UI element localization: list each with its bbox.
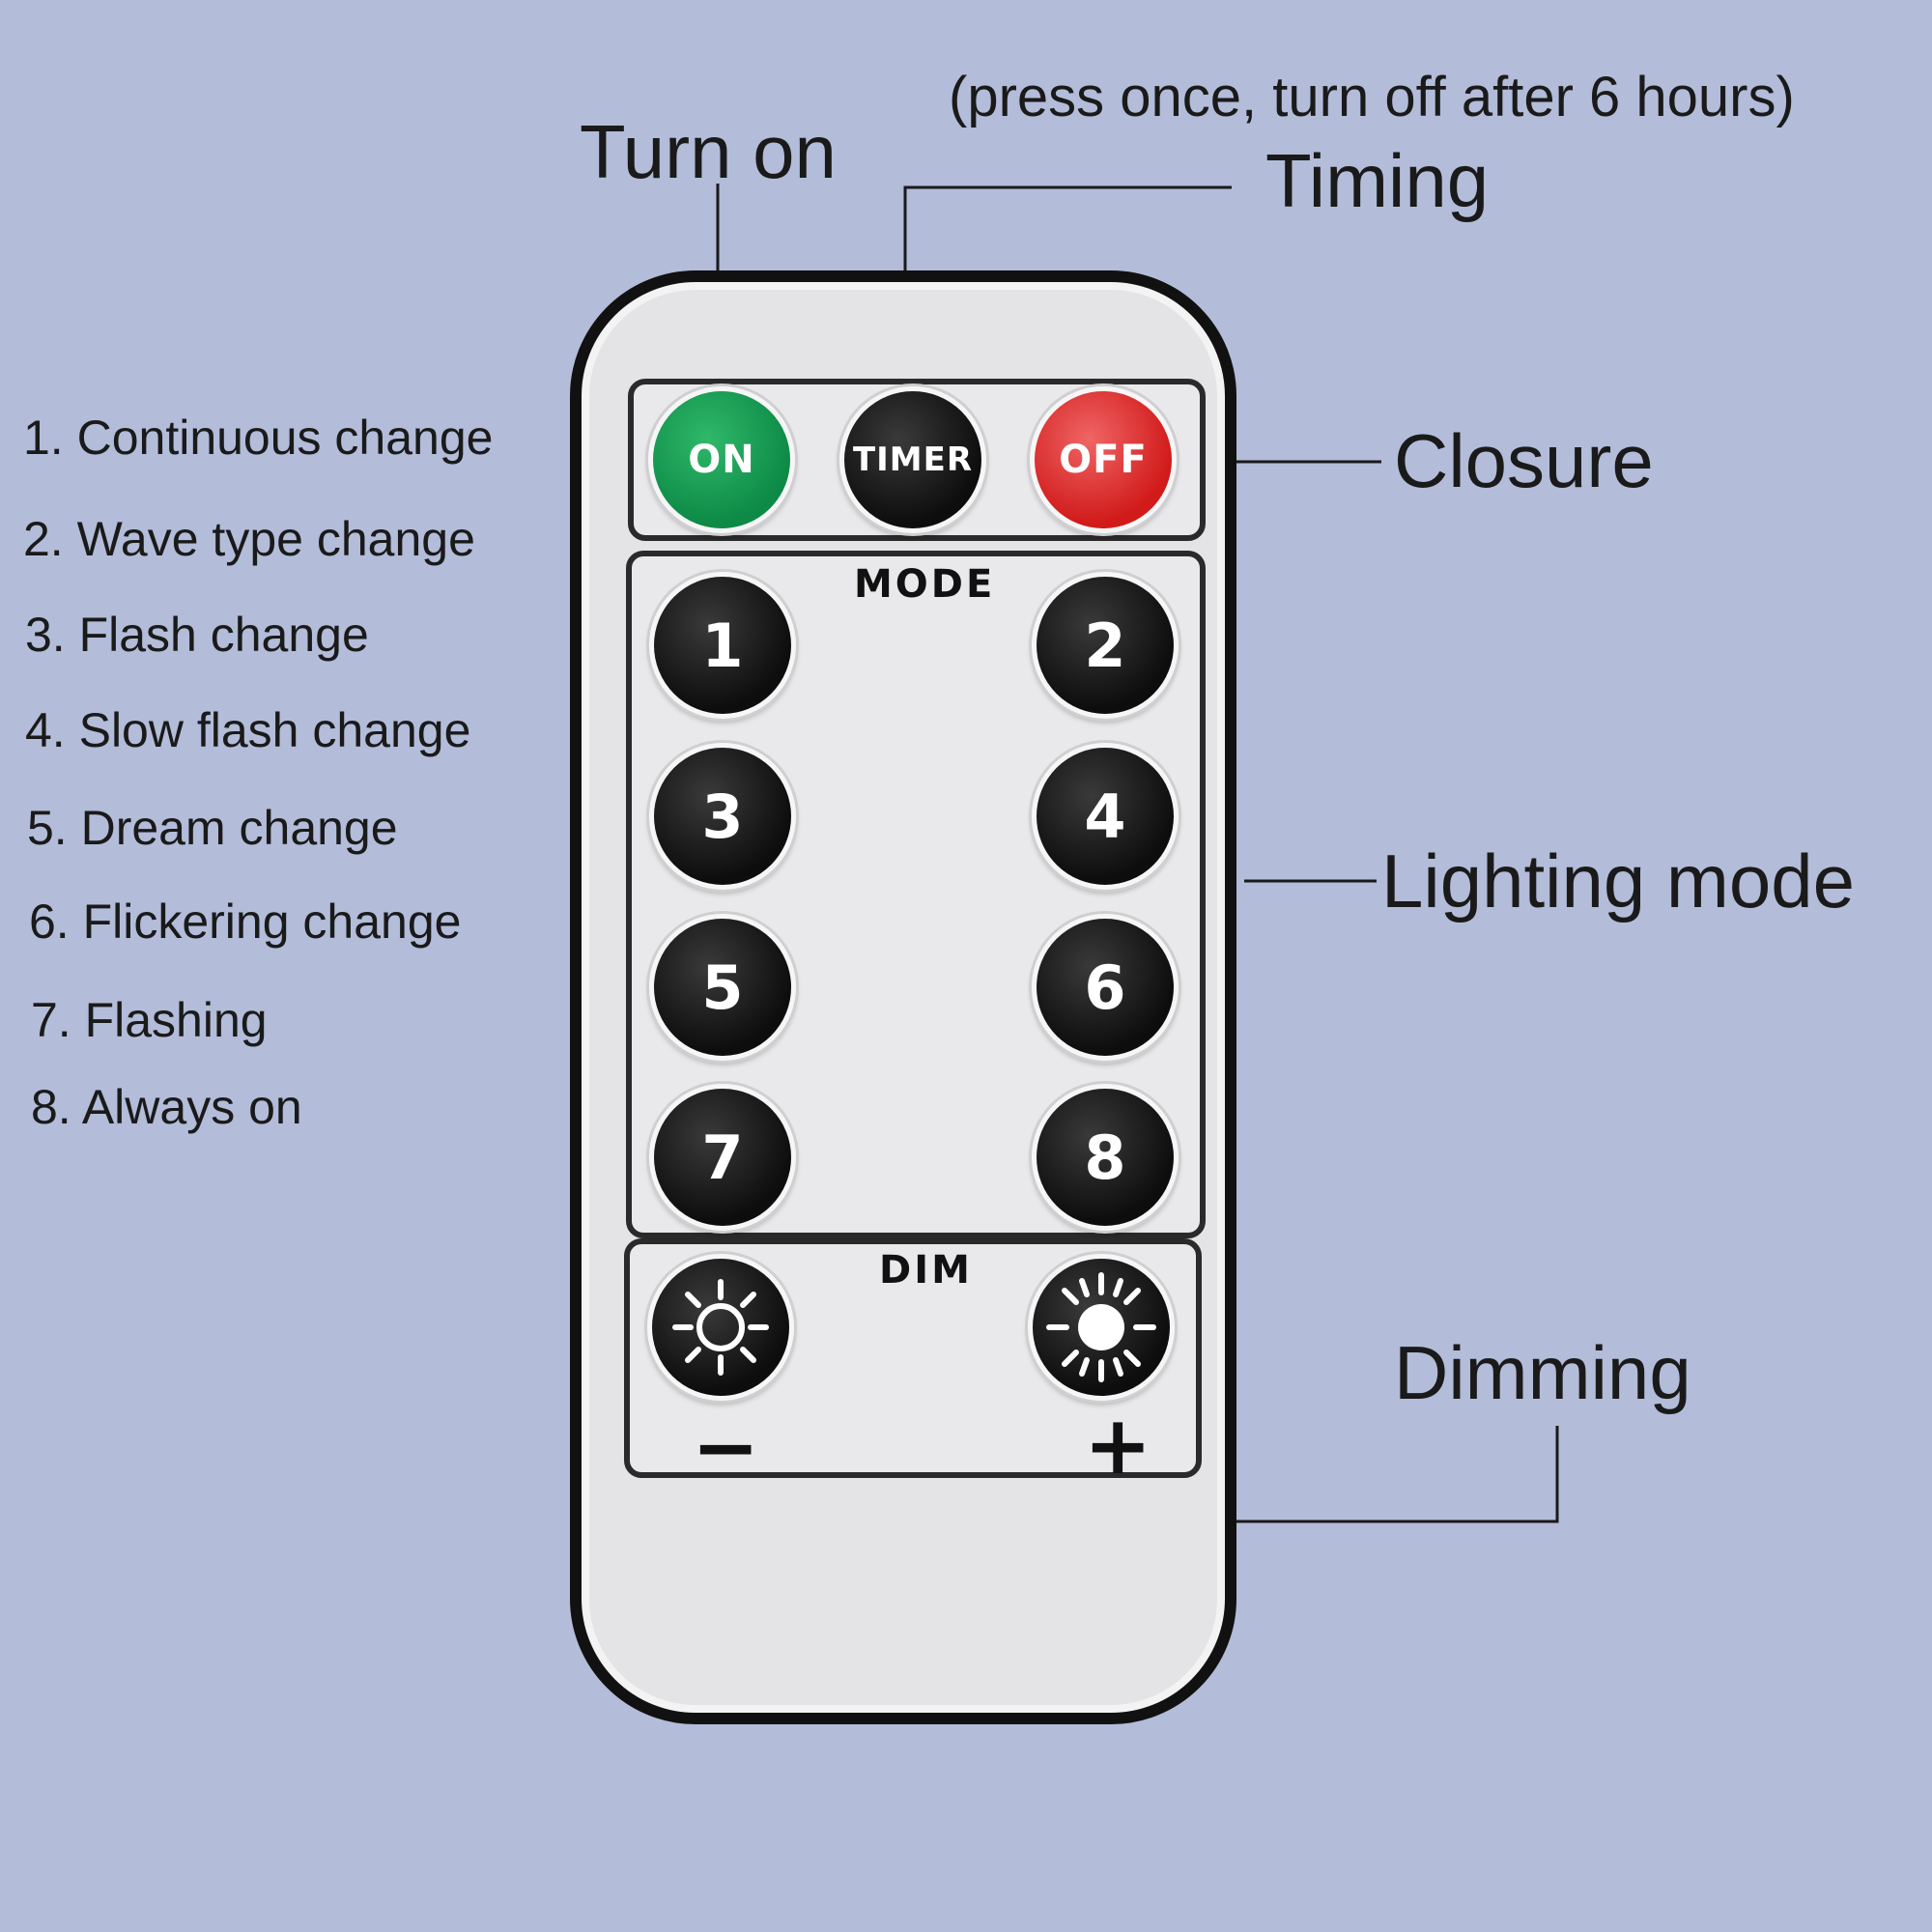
mode-item-3: 3. Flash change bbox=[25, 608, 369, 662]
mode-button-1-label: 1 bbox=[701, 610, 744, 681]
remote-control: ON TIMER OFF MODE 1 2 3 4 5 6 7 8 DIM bbox=[570, 270, 1236, 1724]
sun-bright-icon bbox=[1046, 1272, 1156, 1382]
mode-button-4[interactable]: 4 bbox=[1032, 743, 1179, 890]
sun-outline-icon bbox=[672, 1279, 769, 1376]
mode-item-6: 6. Flickering change bbox=[29, 895, 462, 949]
timer-button-label: TIMER bbox=[852, 440, 974, 479]
mode-button-8-label: 8 bbox=[1084, 1122, 1126, 1193]
mode-panel: MODE 1 2 3 4 5 6 7 8 bbox=[626, 551, 1206, 1238]
on-button[interactable]: ON bbox=[648, 386, 795, 533]
mode-button-2[interactable]: 2 bbox=[1032, 572, 1179, 719]
mode-item-2: 2. Wave type change bbox=[23, 512, 475, 566]
off-button[interactable]: OFF bbox=[1030, 386, 1177, 533]
power-panel: ON TIMER OFF bbox=[628, 379, 1206, 541]
mode-button-3[interactable]: 3 bbox=[649, 743, 796, 890]
mode-button-7-label: 7 bbox=[701, 1122, 744, 1193]
mode-button-6-label: 6 bbox=[1084, 952, 1126, 1023]
mode-item-4: 4. Slow flash change bbox=[25, 703, 471, 757]
mode-item-7: 7. Flashing bbox=[31, 993, 268, 1047]
dim-title: DIM bbox=[879, 1248, 973, 1293]
mode-item-1: 1. Continuous change bbox=[23, 411, 494, 465]
mode-title: MODE bbox=[854, 562, 996, 607]
closure-label: Closure bbox=[1394, 418, 1654, 503]
mode-item-5: 5. Dream change bbox=[27, 801, 398, 855]
off-button-label: OFF bbox=[1059, 438, 1148, 482]
mode-button-8[interactable]: 8 bbox=[1032, 1084, 1179, 1231]
mode-item-8: 8. Always on bbox=[31, 1080, 302, 1134]
dim-up-button[interactable] bbox=[1028, 1254, 1175, 1401]
dim-down-button[interactable] bbox=[647, 1254, 794, 1401]
turn-on-label: Turn on bbox=[580, 109, 837, 194]
mode-button-3-label: 3 bbox=[701, 781, 744, 852]
dim-minus-sign: − bbox=[692, 1400, 760, 1494]
mode-button-1[interactable]: 1 bbox=[649, 572, 796, 719]
dim-panel: DIM bbox=[624, 1238, 1202, 1488]
dim-plus-sign: + bbox=[1084, 1398, 1152, 1492]
mode-button-6[interactable]: 6 bbox=[1032, 914, 1179, 1061]
timing-note: (press once, turn off after 6 hours) bbox=[949, 66, 1795, 128]
mode-button-7[interactable]: 7 bbox=[649, 1084, 796, 1231]
on-button-label: ON bbox=[688, 438, 755, 482]
timer-button[interactable]: TIMER bbox=[839, 386, 986, 533]
mode-button-2-label: 2 bbox=[1084, 610, 1126, 681]
timing-label: Timing bbox=[1265, 138, 1490, 223]
dimming-label: Dimming bbox=[1394, 1330, 1691, 1415]
mode-button-4-label: 4 bbox=[1084, 781, 1126, 852]
lighting-mode-label: Lighting mode bbox=[1381, 838, 1856, 923]
mode-button-5-label: 5 bbox=[701, 952, 744, 1023]
mode-button-5[interactable]: 5 bbox=[649, 914, 796, 1061]
